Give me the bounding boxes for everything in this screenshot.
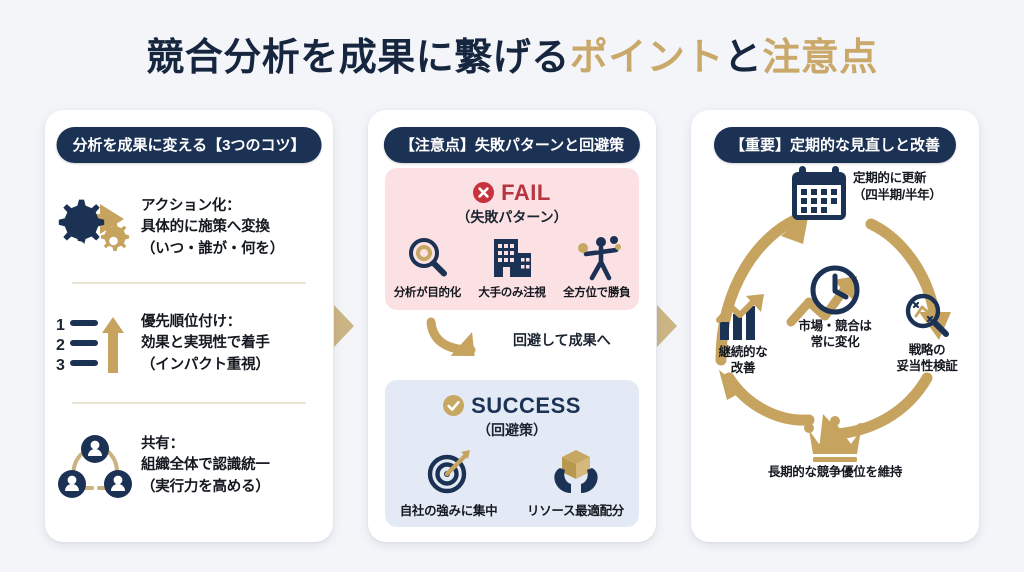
tip-row-priority: 1 2 3 優先順位付け： 効果と実現性で着手 （インパクト重視） bbox=[45, 298, 333, 390]
chevron-right-icon-2 bbox=[657, 305, 677, 347]
hands-box-icon bbox=[512, 444, 639, 496]
people-network-icon bbox=[45, 430, 141, 502]
calendar-note-line1: 定期的に更新 bbox=[853, 171, 927, 185]
check-circle-icon bbox=[443, 394, 465, 416]
continuous-improvement-node: 継続的な 改善 bbox=[697, 294, 789, 377]
tip-priority-line3: （インパクト重視） bbox=[141, 356, 270, 373]
tip-priority-line2: 効果と実現性で着手 bbox=[141, 335, 270, 352]
chart-label-line1: 継続的な bbox=[718, 345, 768, 359]
clock-label-line2: 常に変化 bbox=[810, 335, 860, 350]
card-three-tips: 分析を成果に変える【3つのコツ】 アクション化： 具体的に施策へ変換 bbox=[45, 110, 333, 542]
success-items: 自社の強みに集中 リソース最適配分 bbox=[385, 444, 639, 519]
fail-banner: FAIL （失敗パターン） bbox=[385, 180, 639, 227]
strategy-validation-node: 戦略の 妥当性検証 bbox=[881, 292, 973, 375]
calendar-icon bbox=[792, 166, 846, 220]
priority-number-2: 2 bbox=[56, 337, 65, 354]
clock-icon bbox=[810, 265, 860, 315]
title-part-navy-2: と bbox=[723, 37, 763, 79]
fail-item-2-label: 全方位で勝負 bbox=[563, 287, 631, 299]
card-review-improve: 【重要】定期的な見直しと改善 bbox=[691, 110, 979, 542]
magnifier-label-line2: 妥当性検証 bbox=[896, 359, 958, 374]
title-part-navy-1: 競合分析を成果に繋げる bbox=[146, 37, 570, 79]
clock-node: 市場・競合は 常に変化 bbox=[783, 264, 887, 351]
success-banner: SUCCESS （回避策） bbox=[385, 393, 639, 440]
crown-node: 長期的な競争優位を維持 bbox=[753, 416, 917, 480]
card-fail-success: 【注意点】失敗パターンと回避策 FAIL （失敗パターン） bbox=[368, 110, 656, 542]
success-subtitle: （回避策） bbox=[477, 422, 547, 438]
tip-action-line3: （いつ・誰が・何を） bbox=[141, 240, 284, 257]
fail-item-1: 大手のみ注視 bbox=[470, 234, 555, 300]
success-word: SUCCESS bbox=[471, 393, 581, 418]
improvement-cycle: 定期的に更新 （四半期/半年） 市場・競合は 常に変化 bbox=[691, 164, 979, 542]
tip-action-line1: アクション化： bbox=[141, 198, 241, 215]
priority-number-3: 3 bbox=[56, 357, 65, 374]
success-item-0-label: 自社の強みに集中 bbox=[399, 504, 498, 518]
calendar-note: 定期的に更新 （四半期/半年） bbox=[853, 170, 973, 204]
chevron-right-icon-1 bbox=[334, 305, 354, 347]
office-building-icon bbox=[470, 234, 555, 280]
juggling-person-icon bbox=[554, 234, 639, 281]
fail-subtitle: （失敗パターン） bbox=[456, 209, 568, 225]
page-title: 競合分析を成果に繋げるポイントと注意点 bbox=[0, 26, 1024, 81]
title-part-gold-1: ポイント bbox=[569, 37, 724, 79]
tip-priority-text: 優先順位付け： 効果と実現性で着手 （インパクト重視） bbox=[141, 312, 270, 375]
fail-word: FAIL bbox=[501, 180, 551, 205]
tip-share-text: 共有： 組織全体で認識統一 （実行力を高める） bbox=[141, 434, 270, 497]
calendar-note-line2: （四半期/半年） bbox=[853, 187, 942, 202]
success-item-1: リソース最適配分 bbox=[512, 444, 639, 519]
fail-item-0: 分析が目的化 bbox=[385, 234, 470, 300]
title-part-gold-2: 注意点 bbox=[762, 37, 878, 79]
chart-label-line2: 改善 bbox=[730, 361, 756, 376]
crown-label: 長期的な競争優位を維持 bbox=[767, 465, 903, 479]
card1-header-pill: 分析を成果に変える【3つのコツ】 bbox=[56, 127, 322, 163]
fail-item-0-label: 分析が目的化 bbox=[393, 287, 462, 299]
priority-list-arrow-icon: 1 2 3 bbox=[45, 309, 141, 379]
card3-header-pill: 【重要】定期的な見直しと改善 bbox=[713, 127, 957, 163]
fail-item-1-label: 大手のみ注視 bbox=[478, 287, 546, 299]
magnifier-label-line1: 戦略の bbox=[908, 343, 946, 357]
clock-label: 市場・競合は 常に変化 bbox=[783, 318, 887, 351]
chart-label: 継続的な 改善 bbox=[697, 344, 789, 377]
priority-number-1: 1 bbox=[56, 317, 65, 334]
tip-share-line3: （実行力を高める） bbox=[141, 478, 270, 495]
target-dart-icon bbox=[385, 444, 512, 496]
success-panel bbox=[385, 380, 639, 527]
magnifier-strategy-icon bbox=[905, 293, 949, 337]
clock-label-line1: 市場・競合は bbox=[798, 319, 872, 333]
card2-header-pill: 【注意点】失敗パターンと回避策 bbox=[383, 127, 641, 163]
tip-action-line2: 具体的に施策へ変換 bbox=[141, 219, 270, 236]
tip-priority-line1: 優先順位付け： bbox=[141, 314, 242, 331]
success-item-1-label: リソース最適配分 bbox=[527, 504, 624, 518]
magnifier-icon bbox=[385, 234, 470, 280]
tip-action-text: アクション化： 具体的に施策へ変換 （いつ・誰が・何を） bbox=[141, 196, 284, 259]
bar-chart-up-icon bbox=[716, 294, 764, 340]
bridge-arrow-group: 回避して成果へ bbox=[385, 316, 639, 376]
bridge-label: 回避して成果へ bbox=[513, 332, 611, 348]
card1-divider-2 bbox=[72, 402, 306, 404]
magnifier-label: 戦略の 妥当性検証 bbox=[881, 342, 973, 375]
crown-icon bbox=[804, 416, 866, 462]
tip-row-action: アクション化： 具体的に施策へ変換 （いつ・誰が・何を） bbox=[45, 182, 333, 274]
x-circle-icon bbox=[473, 181, 495, 203]
curved-down-arrow-icon bbox=[426, 317, 476, 357]
success-item-0: 自社の強みに集中 bbox=[385, 444, 512, 519]
card1-divider-1 bbox=[72, 282, 306, 284]
calendar-node bbox=[787, 164, 851, 229]
fail-items: 分析が目的化 bbox=[385, 234, 639, 300]
tip-share-line1: 共有： bbox=[141, 436, 184, 453]
fail-item-2: 全方位で勝負 bbox=[554, 234, 639, 300]
tip-row-share: 共有： 組織全体で認識統一 （実行力を高める） bbox=[45, 420, 333, 512]
gear-arrow-icon bbox=[45, 192, 141, 264]
tip-share-line2: 組織全体で認識統一 bbox=[141, 457, 270, 474]
